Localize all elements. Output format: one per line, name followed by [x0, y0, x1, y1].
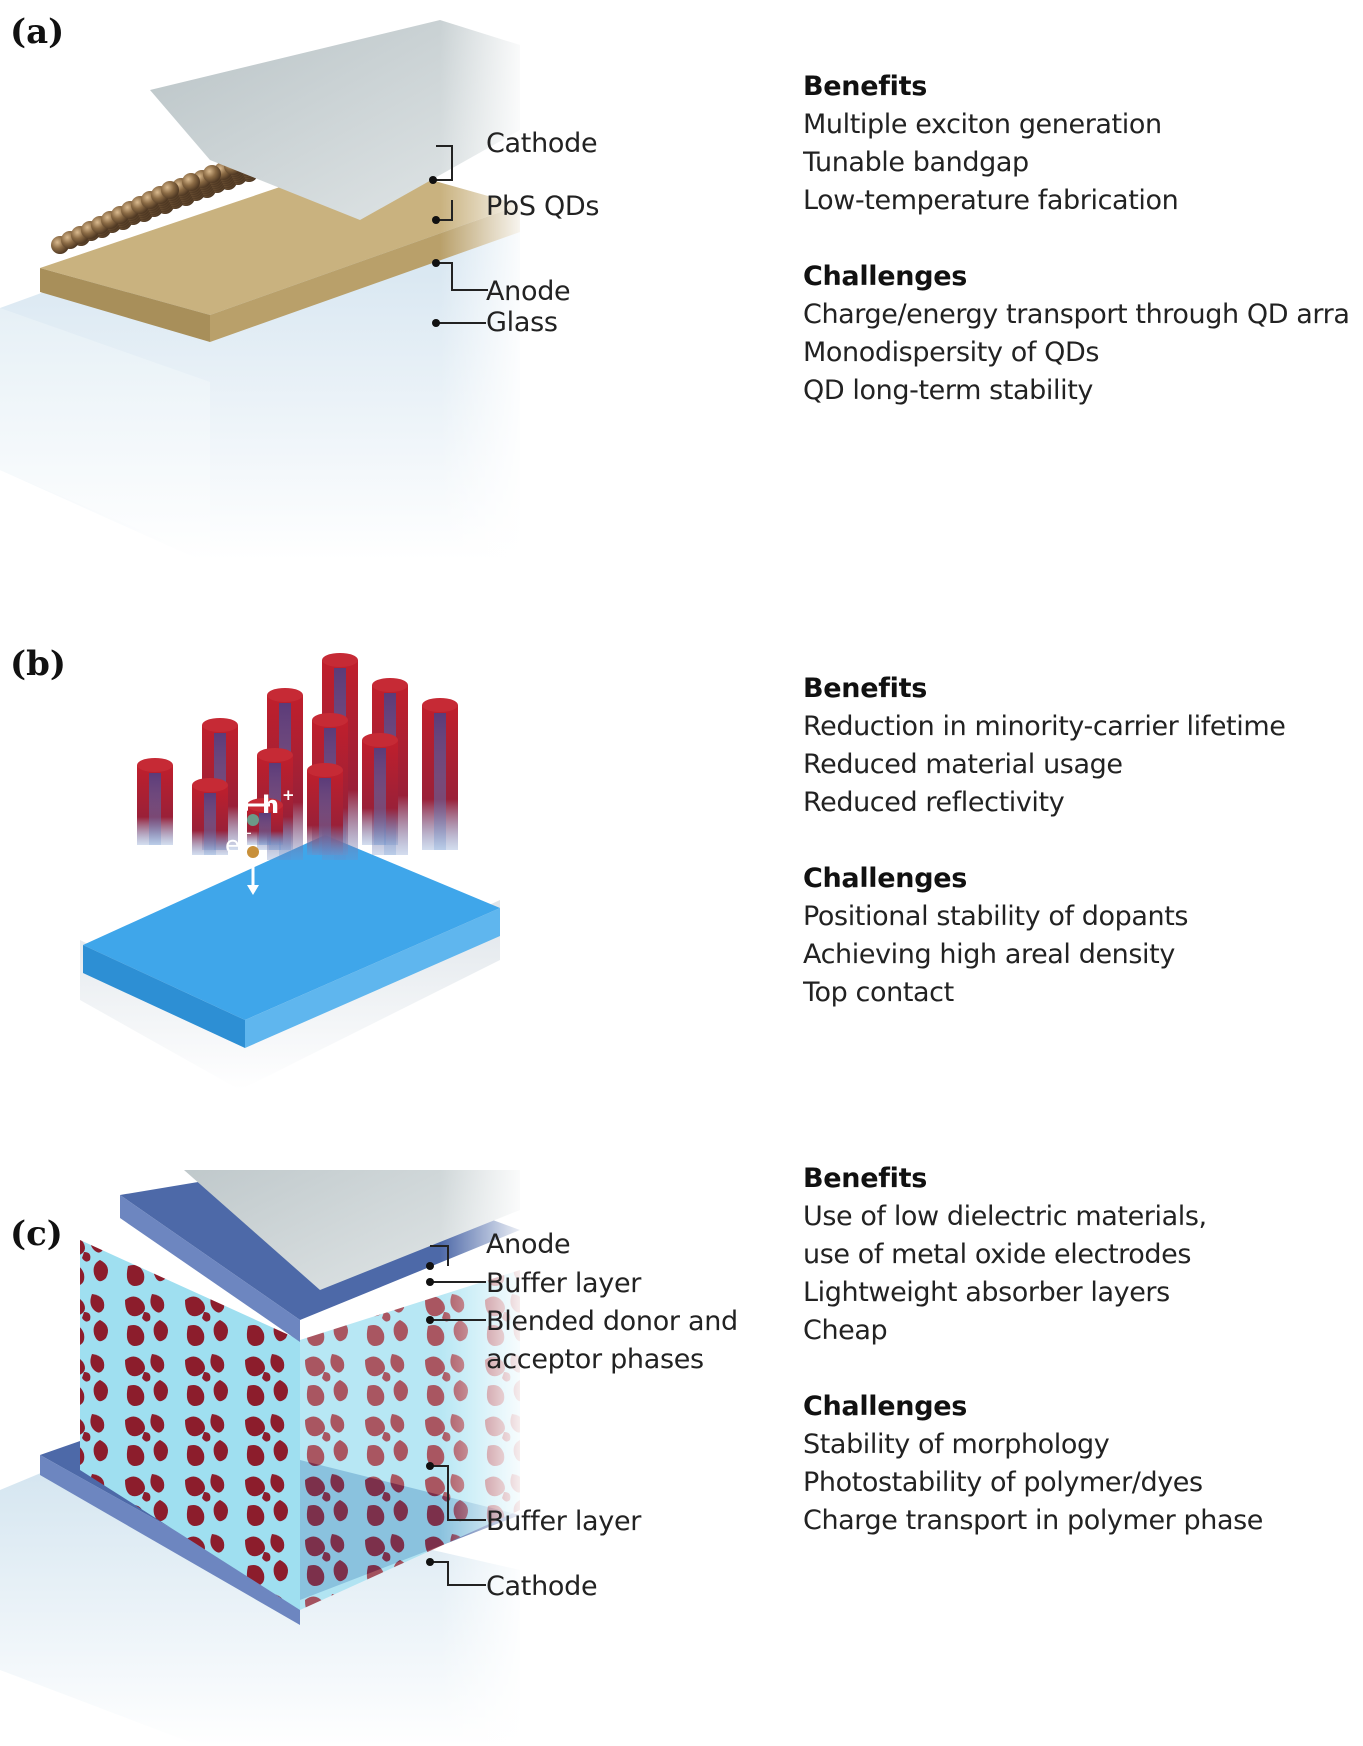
nanowire-array	[137, 653, 458, 860]
carriers: h + e −	[225, 786, 295, 895]
electron-charge-sign: −	[240, 824, 253, 842]
label-anode: Anode	[486, 1229, 571, 1260]
label-cathode: Cathode	[486, 1571, 598, 1602]
nanowire-cap	[137, 758, 173, 772]
challenge-item: Monodispersity of QDs	[803, 337, 1100, 368]
benefits-title: Benefits	[803, 673, 928, 704]
quantum-dot	[182, 173, 200, 191]
label-buffer-layer-top: Buffer layer	[486, 1268, 642, 1299]
label-blended-phases-line1: Blended donor and	[486, 1306, 738, 1337]
benefit-item: Reduction in minority-carrier lifetime	[803, 711, 1286, 742]
label-pbs-qds: PbS QDs	[486, 191, 600, 222]
label-anode: Anode	[486, 276, 571, 307]
panel-a: (a)	[0, 0, 1363, 560]
nanowire-solar-cell-illustration: h + e −	[80, 653, 500, 1090]
nanowire-core	[434, 713, 446, 850]
benefit-item: Low-temperature fabrication	[803, 185, 1179, 216]
panel-letter-c: (c)	[10, 1214, 63, 1254]
benefits-title: Benefits	[803, 1163, 928, 1194]
substrate	[83, 835, 500, 1020]
challenge-item: Stability of morphology	[803, 1429, 1110, 1460]
nanowire-cap	[312, 713, 348, 727]
challenge-item: Photostability of polymer/dyes	[803, 1467, 1203, 1498]
benefit-item: Lightweight absorber layers	[803, 1277, 1170, 1308]
cathode-layer	[150, 20, 520, 220]
electron-label: e	[225, 831, 240, 859]
benefit-item: Multiple exciton generation	[803, 109, 1162, 140]
quantum-dot	[203, 165, 221, 183]
nanowire-cap	[202, 718, 238, 732]
label-cathode: Cathode	[486, 128, 598, 159]
hole-charge-sign: +	[282, 786, 295, 804]
benefit-item: Tunable bandgap	[803, 147, 1029, 178]
nanowire-cap	[322, 653, 358, 667]
challenge-item: Positional stability of dopants	[803, 901, 1189, 932]
challenge-item: Top contact	[803, 977, 954, 1008]
qd-solar-cell-illustration	[0, 0, 530, 560]
challenges-title: Challenges	[803, 863, 968, 894]
benefit-item: Use of low dielectric materials,	[803, 1201, 1207, 1232]
challenge-item: Achieving high areal density	[803, 939, 1175, 970]
benefit-item: Cheap	[803, 1315, 888, 1346]
nanowire-cap	[422, 698, 458, 712]
challenges-title: Challenges	[803, 261, 968, 292]
label-blended-phases-line2: acceptor phases	[486, 1344, 704, 1375]
nanowire-cap	[307, 763, 343, 777]
panel-letter-a: (a)	[10, 12, 65, 52]
challenge-item: Charge transport in polymer phase	[803, 1505, 1264, 1536]
challenge-item: QD long-term stability	[803, 375, 1093, 406]
hole-particle	[247, 814, 259, 826]
challenge-item: Charge/energy transport through QD arra	[803, 299, 1350, 330]
nanowire-core	[374, 748, 386, 845]
label-glass: Glass	[486, 307, 558, 338]
panel-letter-b: (b)	[10, 644, 66, 684]
blended-active-layer	[80, 1240, 300, 1610]
benefit-item: Reduced material usage	[803, 749, 1123, 780]
text-column-c: Benefits Use of low dielectric materials…	[803, 1160, 1358, 1540]
text-column-b: Benefits Reduction in minority-carrier l…	[803, 670, 1358, 1012]
panel-c: (c)	[0, 1163, 1363, 1746]
quantum-dot	[161, 181, 179, 199]
nanowire-core	[319, 778, 331, 855]
benefits-title: Benefits	[803, 71, 928, 102]
nanowire-core	[149, 773, 161, 845]
nanowire-core	[259, 813, 271, 845]
hole-label: h	[262, 791, 279, 819]
label-buffer-layer-bottom: Buffer layer	[486, 1506, 642, 1537]
anode-layer	[184, 1170, 520, 1290]
challenges-title: Challenges	[803, 1391, 968, 1422]
text-column-a: Benefits Multiple exciton generation Tun…	[803, 68, 1358, 410]
panel-b: (b)	[0, 600, 1363, 1120]
electron-particle	[247, 846, 259, 858]
bulk-heterojunction-illustration	[0, 1170, 530, 1746]
nanowire-core	[204, 793, 216, 855]
nanowire-cap	[267, 688, 303, 702]
anode-layer	[40, 160, 520, 315]
nanowire-cap	[372, 678, 408, 692]
benefit-item: use of metal oxide electrodes	[803, 1239, 1192, 1270]
nanowire-cap	[257, 748, 293, 762]
nanowire-cap	[362, 733, 398, 747]
nanowire-cap	[192, 778, 228, 792]
benefit-item: Reduced reflectivity	[803, 787, 1065, 818]
